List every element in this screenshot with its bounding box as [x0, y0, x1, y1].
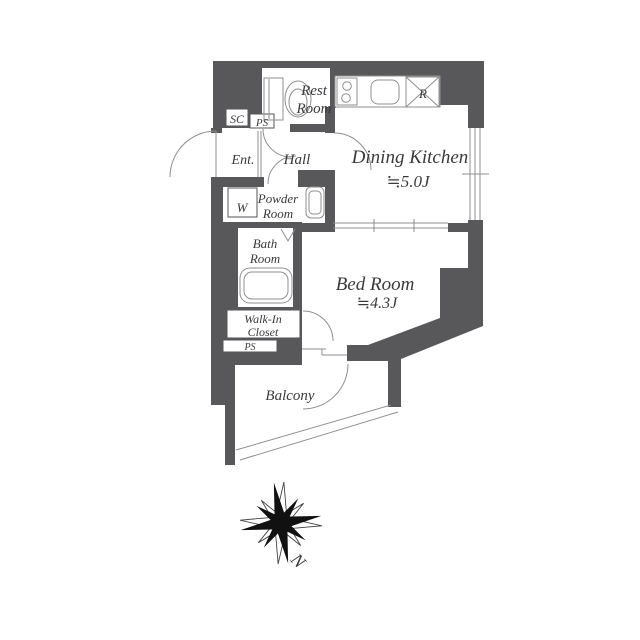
- wall-left-stub: [211, 128, 222, 133]
- wall-above-restroom: [262, 61, 330, 68]
- wall-hall-restroom: [290, 124, 335, 132]
- entrance-door-arc: [169, 130, 217, 178]
- bed-room-size: ≒4.3J: [357, 295, 398, 312]
- powder-room-label: Powder: [257, 191, 299, 206]
- compass-rose: N: [240, 482, 322, 573]
- wall-powder-bottom: [223, 222, 302, 228]
- shoe-closet-label: SC: [230, 112, 245, 126]
- balcony-railing: [235, 404, 399, 461]
- walk-in-closet-label: Walk-In: [244, 312, 282, 326]
- dk-bedroom-partition: [333, 222, 448, 229]
- refrigerator-label: R: [418, 86, 427, 101]
- dining-kitchen-size: ≒5.0J: [386, 172, 430, 191]
- bath-folding-door: [280, 228, 296, 242]
- restroom-label: Room: [296, 101, 332, 117]
- walls: [211, 61, 484, 465]
- wall-balcony-left: [211, 365, 235, 405]
- kitchen-sink-icon: [370, 79, 400, 105]
- bath-room-label: Room: [249, 251, 280, 266]
- wall-bedroom-top-left: [295, 223, 335, 232]
- entrance-step-line: [257, 131, 262, 177]
- balcony-sliding-door: [302, 348, 347, 356]
- bathtub-icon: [239, 267, 293, 304]
- wall-bedroom-right-diagonal: [347, 220, 483, 407]
- entrance-label: Ent.: [231, 153, 255, 168]
- bathtub-inner: [243, 271, 289, 300]
- hall-label: Hall: [283, 152, 311, 168]
- pipe-space-top-label: PS: [255, 117, 269, 129]
- balcony-label: Balcony: [265, 388, 314, 404]
- windows-partitions: [257, 128, 489, 356]
- restroom-label: Rest: [300, 83, 328, 99]
- washer-label: W: [237, 200, 249, 215]
- dining-kitchen-label: Dining Kitchen: [351, 147, 469, 168]
- wall-bath-left: [223, 228, 238, 307]
- restroom-door-arc: [262, 128, 292, 158]
- dk-door-arc: [333, 132, 372, 171]
- wall-above-kitchen: [330, 61, 484, 76]
- wall-partition-corner: [448, 223, 470, 232]
- pipe-space-bottom-label: PS: [243, 342, 255, 353]
- wall-entrance-bottom: [223, 177, 264, 187]
- stove-burner-icon: [341, 93, 351, 103]
- wall-bath-right: [293, 228, 302, 307]
- walk-in-closet-door-arc: [302, 310, 334, 342]
- wall-balcony-left-stub: [225, 405, 235, 465]
- pipe-space-bottom-box: [222, 339, 278, 353]
- wall-hall-dk-upper: [325, 107, 335, 133]
- fixtures: [235, 75, 441, 461]
- walk-in-closet-box: [226, 309, 301, 339]
- stove-burner-icon: [342, 81, 352, 91]
- walk-in-closet-label: Closet: [248, 325, 279, 339]
- powder-room-label: Room: [262, 206, 293, 221]
- stove-icon: [336, 77, 358, 106]
- balcony-door-arc: [302, 363, 349, 410]
- vanity-sink-inner: [308, 190, 322, 215]
- wall-top-right-block: [440, 76, 484, 105]
- refrigerator-cross: [405, 76, 440, 108]
- bath-room-label: Bath: [253, 236, 278, 251]
- pipe-space-top-box: [249, 113, 275, 129]
- washer-box: [227, 187, 258, 218]
- shoe-closet-box: [225, 108, 249, 127]
- north-label: N: [286, 549, 310, 573]
- wall-restroom-kitchen: [330, 68, 336, 108]
- toilet-seat-icon: [288, 88, 308, 116]
- compass-star-diagonal: [256, 498, 306, 548]
- toilet-bowl-icon: [284, 80, 312, 118]
- wall-hall-powder-corner: [298, 170, 335, 223]
- doors: [169, 128, 372, 410]
- refrigerator-box: [405, 76, 440, 108]
- wall-right-above-window: [468, 105, 484, 128]
- vanity-sink-icon: [305, 186, 325, 219]
- powder-room-door-arc: [267, 155, 297, 185]
- bed-room-label: Bed Room: [336, 274, 415, 295]
- dk-bedroom-partition-ticks: [373, 219, 415, 232]
- room-labels: Rest Room SC PS Ent. Hall Dining Kitchen…: [230, 83, 468, 404]
- toilet-tank-icon: [263, 77, 284, 121]
- service-boxes: [222, 108, 301, 353]
